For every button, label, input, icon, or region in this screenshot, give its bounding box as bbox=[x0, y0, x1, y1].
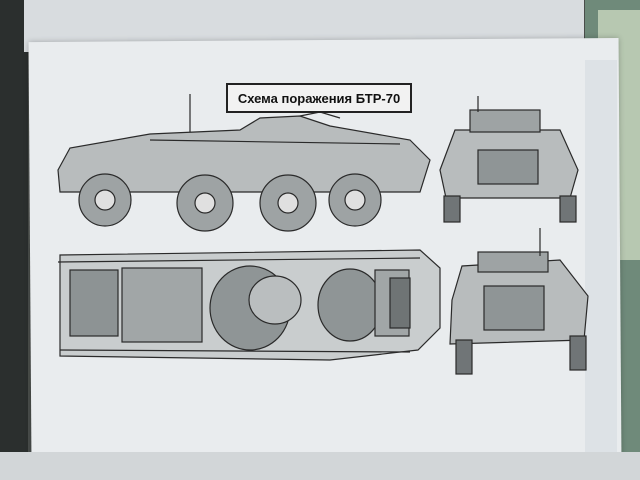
overlapping-sheet-edge bbox=[585, 60, 617, 460]
rear-view bbox=[449, 228, 589, 375]
binder-edge bbox=[0, 452, 640, 480]
front-view bbox=[439, 96, 579, 223]
diagram-title: Схема поражения БТР-70 bbox=[226, 83, 412, 113]
top-view bbox=[57, 249, 441, 361]
side-view bbox=[57, 94, 431, 232]
